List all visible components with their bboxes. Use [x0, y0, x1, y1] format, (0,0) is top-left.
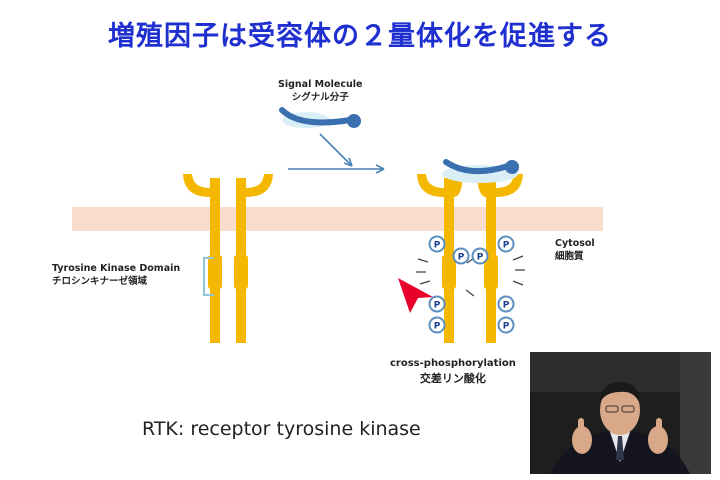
phosphate-letter: P	[458, 253, 465, 263]
speaker-video-inset	[530, 352, 711, 474]
tk-label-en: Tyrosine Kinase Domain	[52, 263, 181, 274]
phosphate-letter: P	[503, 241, 510, 251]
cross-phosphorylation-label: cross-phosphorylation 交差リン酸化	[390, 356, 516, 386]
phosphate-group: P	[497, 295, 515, 313]
speaker-image	[530, 352, 711, 474]
slide-title: 増殖因子は受容体の２量体化を促進する	[108, 21, 612, 52]
phosphate-group: P	[471, 247, 489, 265]
phosphate-letter: P	[477, 253, 484, 263]
tk-domain-label: Tyrosine Kinase Domain チロシンキナーゼ領域	[52, 262, 180, 288]
phosphate-letter: P	[434, 301, 441, 311]
tk-label-ja: チロシンキナーゼ領域	[52, 276, 148, 287]
red-pointer-arrow	[398, 278, 433, 313]
signal-molecule-label: Signal Molecule シグナル分子	[278, 78, 362, 104]
cross-label-ja: 交差リン酸化	[419, 372, 486, 385]
rtk-definition: RTK: receptor tyrosine kinase	[142, 418, 421, 440]
receptor-monomer-left	[183, 174, 222, 343]
phosphate-group: P	[497, 235, 515, 253]
phosphate-letter: P	[434, 322, 441, 332]
signal-molecule-free	[279, 107, 361, 128]
phosphate-group: P	[497, 316, 515, 334]
cytosol-label-en: Cytosol	[555, 238, 595, 249]
phosphate-groups: P P P P P P P P	[428, 235, 515, 334]
phosphate-group: P	[428, 235, 446, 253]
signal-label-en: Signal Molecule	[278, 79, 363, 90]
phosphate-letter: P	[503, 322, 510, 332]
signal-molecule-bound	[442, 159, 519, 183]
phosphate-letter: P	[434, 241, 441, 251]
cross-label-en: cross-phosphorylation	[390, 358, 516, 369]
receptor-monomer-right	[234, 174, 273, 343]
bend-arrow	[319, 133, 353, 167]
signal-label-ja: シグナル分子	[291, 92, 349, 103]
phosphate-group: P	[428, 295, 446, 313]
tk-domain-bracket	[203, 257, 214, 296]
phosphate-group: P	[428, 316, 446, 334]
activity-lines	[416, 255, 525, 297]
cytosol-label: Cytosol 細胞質	[555, 237, 595, 263]
receptor-dimer-left	[417, 174, 463, 343]
cell-membrane	[72, 207, 603, 231]
phosphate-letter: P	[503, 301, 510, 311]
cytosol-label-ja: 細胞質	[555, 251, 584, 262]
phosphate-group: P	[452, 247, 470, 265]
